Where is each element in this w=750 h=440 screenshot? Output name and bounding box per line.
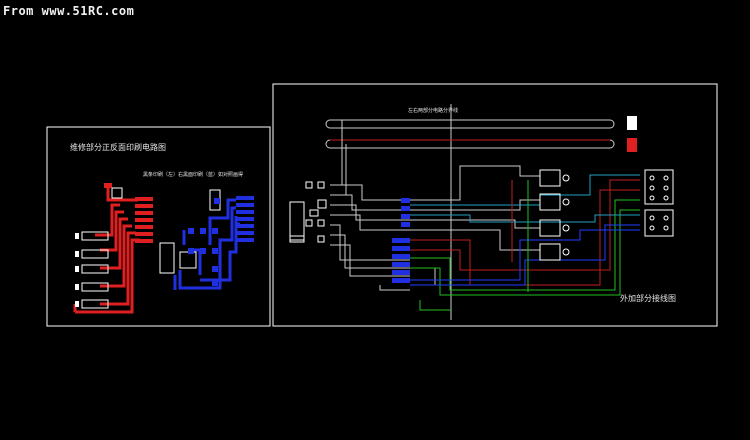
schematic-components	[289, 181, 327, 243]
left-components	[81, 187, 221, 309]
left-panel-frame	[46, 126, 271, 327]
led-red	[627, 138, 637, 152]
schematic-wires-colored	[410, 174, 640, 296]
led-wires	[325, 119, 615, 195]
left-panel-title: 维修部分正反面印刷电路图	[70, 142, 166, 152]
led-white	[627, 116, 637, 130]
schematic-wires-white	[330, 165, 540, 285]
left-labels-small	[75, 233, 79, 307]
right-schematic-panel: 左右两部分电路分界线 外加部分接线图	[272, 83, 718, 327]
right-panel-top-label: 左右两部分电路分界线	[408, 107, 458, 114]
left-panel-subtitle: 黑条印刷（左）右黑面印刷（蓝）如对照画得	[143, 171, 243, 178]
blue-connector	[392, 198, 410, 283]
right-panel-frame	[272, 83, 718, 327]
blue-pads	[188, 196, 254, 286]
ground-traces	[379, 285, 451, 311]
left-pcb-panel: 维修部分正反面印刷电路图 黑条印刷（左）右黑面印刷（蓝）如对照画得	[46, 126, 271, 327]
connector-blocks	[644, 169, 674, 237]
right-panel-bottom-label: 外加部分接线图	[620, 293, 676, 303]
red-pads	[104, 183, 153, 243]
watermark-text: From www.51RC.com	[3, 4, 135, 18]
transistors	[539, 169, 570, 261]
blue-copper-traces	[173, 198, 240, 290]
